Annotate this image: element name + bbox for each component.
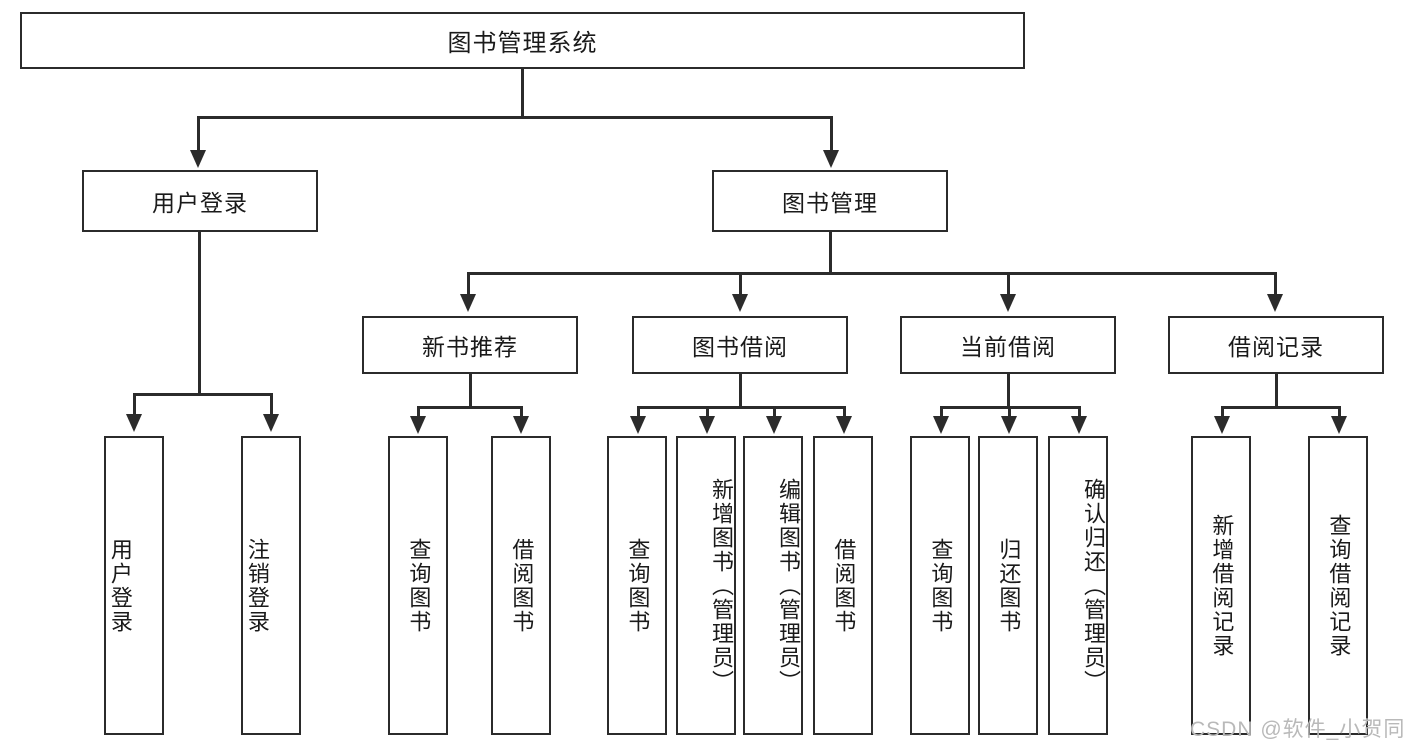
edge-root-stem [521, 69, 524, 117]
edge-user-login-to-leaf-2 [270, 393, 273, 416]
arrowhead-br-leaf-2 [1331, 416, 1347, 434]
arrowhead-bb-leaf-3 [766, 416, 782, 434]
leaf-logout[interactable]: 注销登录 [241, 436, 301, 735]
leaf-query-book-borrow[interactable]: 查询图书 [607, 436, 667, 735]
leaf-borrow-book-recommend[interactable]: 借阅图书 [491, 436, 551, 735]
edge-br-leaf-2 [1338, 406, 1341, 418]
edge-nbr-leaf-1 [417, 406, 420, 418]
edge-bb-leaf-2 [706, 406, 709, 418]
edge-cb-leaf-1 [940, 406, 943, 418]
edge-book-borrow-stem [739, 374, 742, 408]
arrowhead-cb-leaf-2 [1001, 416, 1017, 434]
edge-br-leaf-1 [1221, 406, 1224, 418]
leaf-add-borrow-record[interactable]: 新增借阅记录 [1191, 436, 1251, 735]
edge-borrow-record-stem [1275, 374, 1278, 408]
edge-new-book-recommend-stem [469, 374, 472, 408]
leaf-add-book-admin[interactable]: 新增图书（管理员） [676, 436, 736, 735]
arrowhead-cb-leaf-3 [1071, 416, 1087, 434]
arrowhead-bb-leaf-1 [630, 416, 646, 434]
edge-root-to-user-login [197, 116, 200, 152]
arrowhead-user-login-leaf-2 [263, 414, 279, 432]
edge-book-management-bus [467, 272, 1276, 275]
edge-cb-leaf-2 [1008, 406, 1011, 418]
arrowhead-br-leaf-1 [1214, 416, 1230, 434]
edge-nbr-leaf-2 [520, 406, 523, 418]
edge-bb-leaf-3 [773, 406, 776, 418]
leaf-query-book-current[interactable]: 查询图书 [910, 436, 970, 735]
leaf-confirm-return-admin[interactable]: 确认归还（管理员） [1048, 436, 1108, 735]
leaf-borrow-book[interactable]: 借阅图书 [813, 436, 873, 735]
edge-root-bus [197, 116, 833, 119]
arrowhead-new-book-recommend [460, 294, 476, 312]
arrowhead-nbr-leaf-2 [513, 416, 529, 434]
leaf-edit-book-admin[interactable]: 编辑图书（管理员） [743, 436, 803, 735]
arrowhead-root-to-user-login [190, 150, 206, 168]
arrowhead-current-borrow [1000, 294, 1016, 312]
leaf-return-book[interactable]: 归还图书 [978, 436, 1038, 735]
node-book-borrow[interactable]: 图书借阅 [632, 316, 848, 374]
node-new-book-recommend[interactable]: 新书推荐 [362, 316, 578, 374]
edge-user-login-bus [133, 393, 270, 396]
edge-user-login-stem [198, 232, 201, 395]
edge-book-management-stem [829, 232, 832, 274]
edge-user-login-to-leaf-1 [133, 393, 136, 416]
arrowhead-bb-leaf-2 [699, 416, 715, 434]
csdn-watermark: CSDN @软件_小贺同学 [1190, 718, 1405, 741]
edge-new-book-recommend-bus [417, 406, 522, 409]
arrowhead-cb-leaf-1 [933, 416, 949, 434]
leaf-query-book-recommend[interactable]: 查询图书 [388, 436, 448, 735]
edge-to-book-borrow [739, 272, 742, 296]
edge-to-borrow-record [1274, 272, 1277, 296]
arrowhead-nbr-leaf-1 [410, 416, 426, 434]
arrowhead-book-borrow [732, 294, 748, 312]
arrowhead-bb-leaf-4 [836, 416, 852, 434]
edge-current-borrow-stem [1007, 374, 1010, 408]
leaf-query-borrow-record[interactable]: 查询借阅记录 [1308, 436, 1368, 735]
arrowhead-user-login-leaf-1 [126, 414, 142, 432]
node-book-management-system[interactable]: 图书管理系统 [20, 12, 1025, 69]
arrowhead-root-to-book-management [823, 150, 839, 168]
edge-cb-leaf-3 [1078, 406, 1081, 418]
node-current-borrow[interactable]: 当前借阅 [900, 316, 1116, 374]
node-user-login[interactable]: 用户登录 [82, 170, 318, 232]
edge-to-current-borrow [1007, 272, 1010, 296]
arrowhead-borrow-record [1267, 294, 1283, 312]
node-borrow-record[interactable]: 借阅记录 [1168, 316, 1384, 374]
edge-to-new-book-recommend [467, 272, 470, 296]
edge-book-borrow-bus [637, 406, 846, 409]
edge-bb-leaf-1 [637, 406, 640, 418]
leaf-user-login[interactable]: 用户登录 [104, 436, 164, 735]
edge-bb-leaf-4 [843, 406, 846, 418]
edge-borrow-record-bus [1221, 406, 1340, 409]
node-book-management[interactable]: 图书管理 [712, 170, 948, 232]
edge-root-to-book-management [830, 116, 833, 152]
